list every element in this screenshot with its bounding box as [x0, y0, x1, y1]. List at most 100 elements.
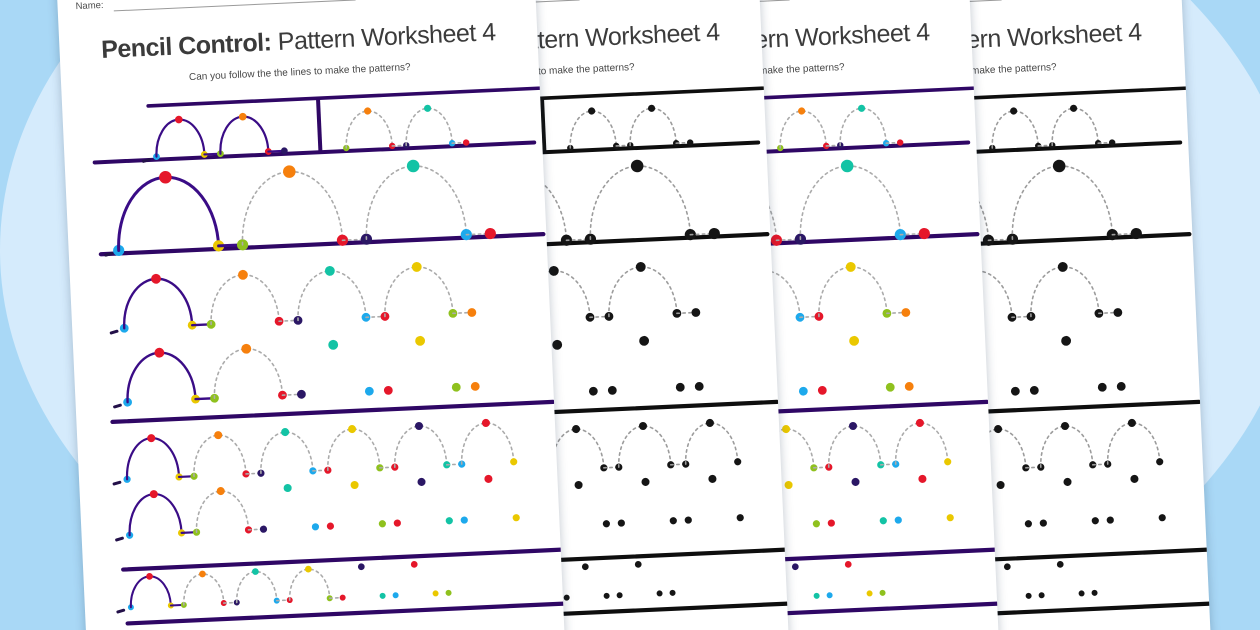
foot-dot — [1078, 590, 1085, 597]
connector-dot — [607, 385, 617, 395]
connector-dot — [1108, 139, 1116, 146]
apex-dot — [844, 560, 852, 568]
arch-dash — [779, 110, 828, 149]
connector-dot — [684, 516, 692, 524]
arch-dash — [213, 347, 284, 400]
apex-dot — [484, 474, 493, 483]
connector-dot — [259, 525, 268, 533]
apex-dot — [918, 474, 927, 483]
arch-dash — [384, 266, 454, 318]
arch-dash — [183, 573, 225, 606]
apex-dot — [848, 421, 858, 431]
connector-dash — [1098, 311, 1119, 315]
arch-dash — [589, 165, 692, 240]
connector-dot — [669, 589, 676, 596]
arch-dash — [551, 428, 605, 471]
connector-dot — [297, 389, 306, 399]
connector-dash — [278, 319, 299, 323]
arch-dash — [260, 431, 314, 475]
arch-dash — [288, 568, 331, 601]
arch-dash — [894, 422, 949, 465]
apex-dot — [639, 335, 650, 346]
foot-dot — [675, 382, 685, 392]
arch-solid — [126, 351, 197, 404]
apex-dot — [857, 104, 866, 112]
start-tick — [141, 158, 151, 163]
apex-dot — [415, 335, 426, 346]
arch-dash — [629, 107, 677, 147]
foot-dot — [1156, 458, 1164, 466]
apex-dot — [348, 425, 357, 434]
foot-dot — [1010, 386, 1020, 396]
foot-dot — [512, 514, 520, 522]
apex-dot — [149, 490, 158, 499]
arch-dash — [799, 165, 902, 240]
apex-dot — [151, 273, 161, 284]
arch-dash — [839, 107, 887, 147]
apex-dot — [996, 480, 1005, 490]
foot-dot — [1097, 382, 1107, 392]
connector-dot — [383, 385, 393, 395]
arch-solid — [123, 277, 194, 330]
arch-dash — [1030, 266, 1100, 318]
apex-dot — [411, 262, 422, 272]
foot-dot — [866, 590, 873, 597]
apex-dot — [364, 107, 372, 115]
arch-solid — [129, 575, 172, 609]
arch-dash — [1051, 107, 1099, 147]
connector-dot — [617, 519, 625, 527]
connector-dash — [676, 311, 697, 315]
connector-dot — [894, 516, 902, 524]
apex-dot — [782, 425, 791, 434]
arch-solid — [155, 118, 206, 158]
apex-dot — [851, 477, 860, 486]
apex-dot — [1010, 107, 1018, 115]
apex-dot — [915, 418, 924, 427]
foot-dot — [669, 517, 677, 525]
apex-dot — [199, 570, 206, 578]
foot-dot — [602, 520, 610, 528]
connector-dot — [393, 519, 401, 527]
apex-dot — [588, 107, 596, 115]
foot-dot — [1091, 517, 1099, 525]
foot-dot — [1158, 514, 1166, 522]
apex-dot — [552, 339, 563, 350]
apex-dot — [581, 563, 589, 571]
foot-dot — [451, 382, 461, 392]
connector-dot — [896, 139, 904, 146]
example-divider — [315, 98, 323, 153]
arch-solid — [219, 115, 270, 155]
arch-dash — [365, 165, 468, 240]
example-divider — [539, 98, 547, 153]
foot-dot — [885, 382, 895, 392]
arch-dash — [991, 110, 1040, 149]
connector-dot — [339, 594, 346, 601]
foot-dot — [364, 386, 374, 396]
connector-dot — [1116, 382, 1126, 391]
arch-dash — [617, 425, 672, 468]
connector-dot — [827, 519, 835, 527]
arch-dash — [297, 270, 367, 322]
arch-dash — [405, 107, 453, 147]
apex-dot — [252, 568, 259, 575]
foot-dot — [734, 458, 742, 466]
apex-dot — [146, 573, 153, 580]
connector-dot — [1091, 589, 1098, 596]
apex-dot — [281, 428, 290, 437]
connector-dot — [1106, 516, 1114, 524]
foot-dot — [510, 458, 518, 466]
start-tick — [104, 251, 113, 257]
apex-dot — [1056, 560, 1064, 568]
arch-solid — [125, 437, 181, 481]
connector-dot — [326, 522, 335, 530]
pattern-art — [92, 86, 567, 626]
apex-dot — [481, 418, 490, 427]
connector-dot — [616, 592, 623, 599]
foot-dot — [798, 386, 808, 396]
connector-dot — [879, 589, 886, 596]
arch-dash — [193, 434, 247, 478]
arch-dash — [241, 170, 344, 246]
apex-dot — [175, 115, 183, 124]
connector-dot — [445, 589, 452, 596]
arch-dash — [684, 422, 739, 465]
